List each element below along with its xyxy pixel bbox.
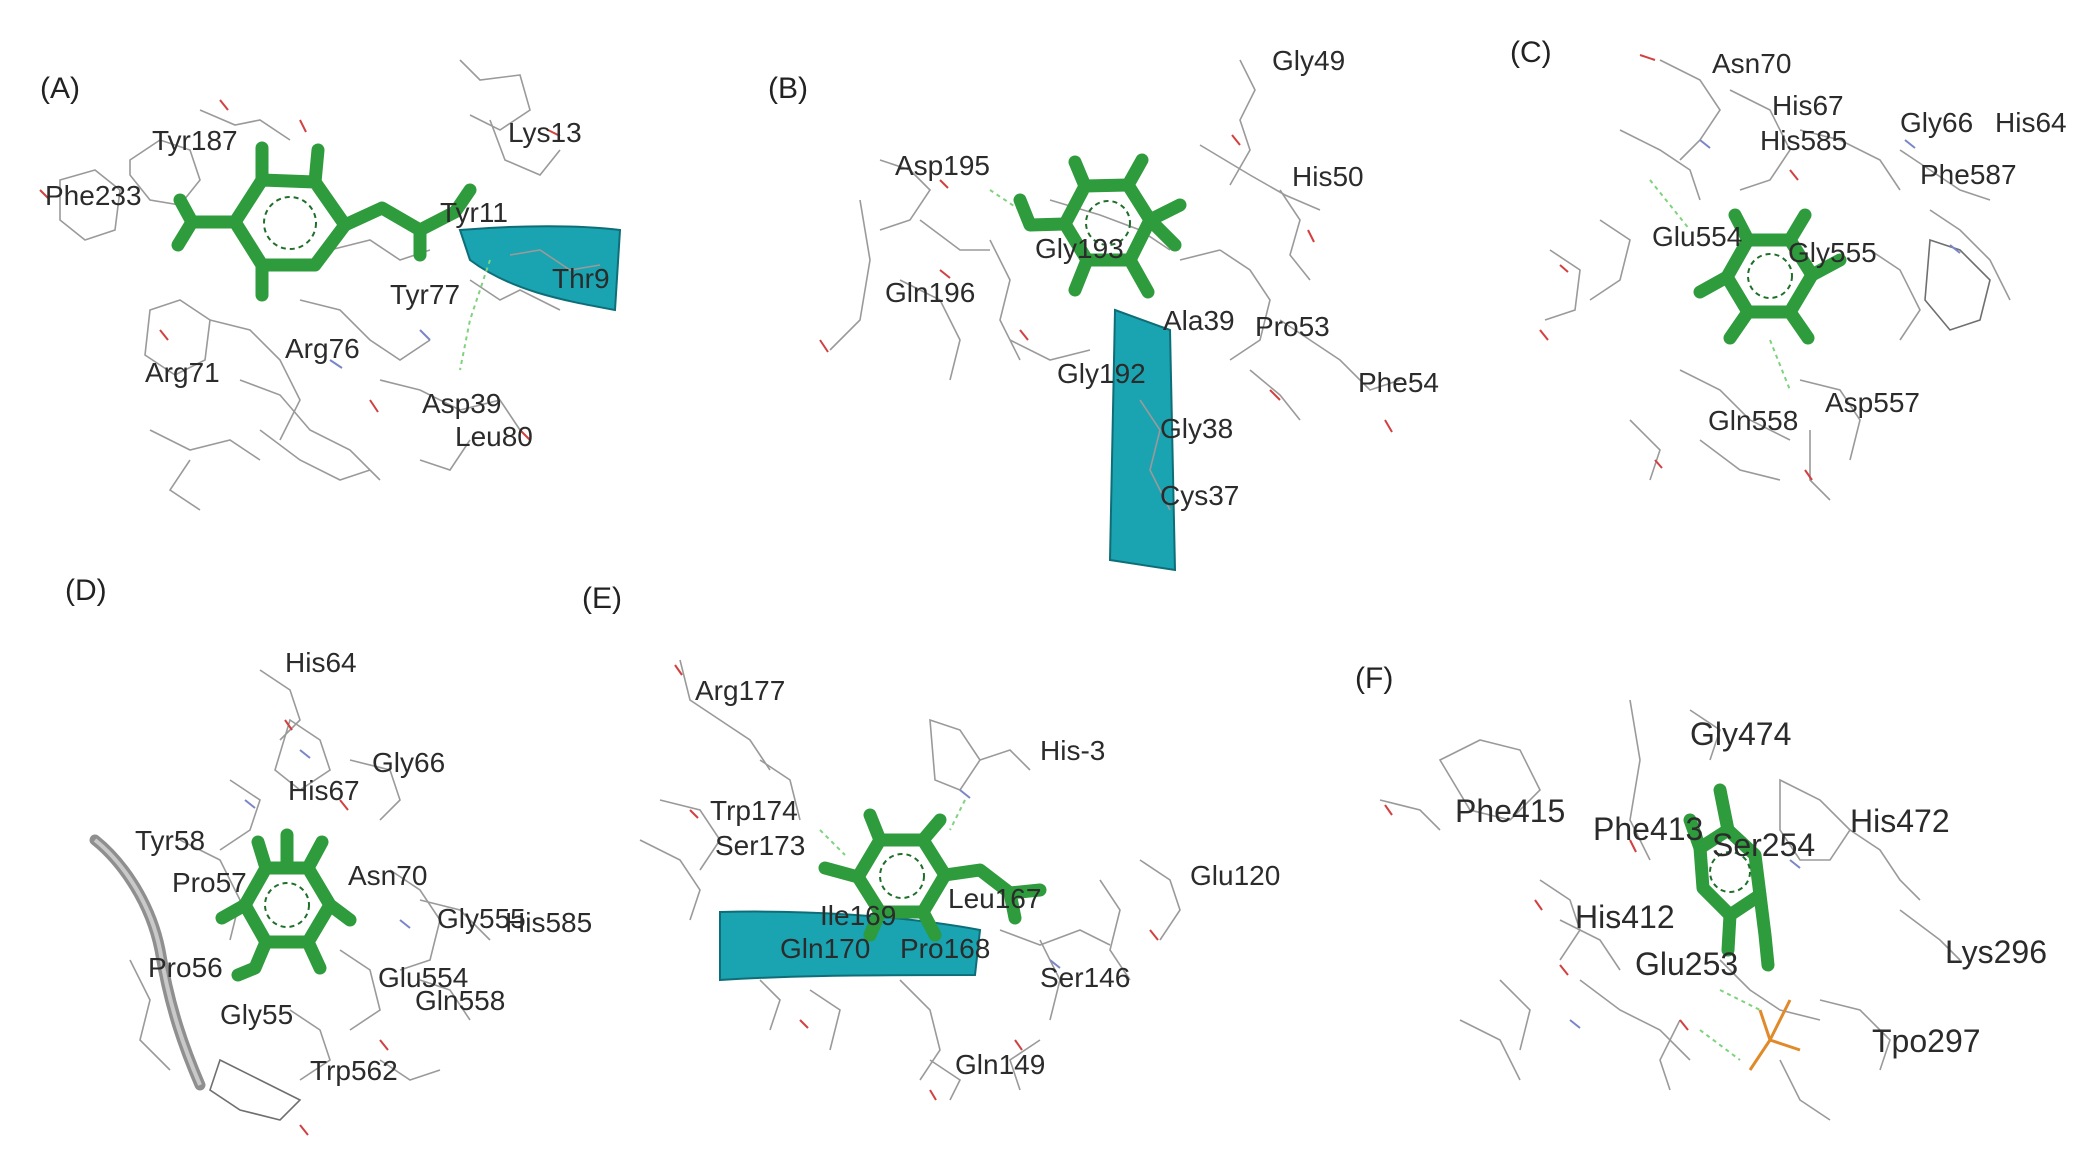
residue-label: His472	[1850, 803, 1950, 839]
protein-ribbon	[719, 910, 982, 982]
residue-label: Gly555	[437, 903, 526, 934]
heteroatoms	[1384, 804, 1801, 1031]
panel-label: (F)	[1355, 662, 1393, 695]
residue-label: Asp557	[1825, 387, 1920, 418]
panel-d: (D)	[65, 574, 592, 1136]
panel-e: (E)	[582, 582, 1280, 1101]
panel-label: (D)	[65, 574, 107, 607]
residue-label: Gly49	[1272, 45, 1345, 76]
residue-label: Gly474	[1690, 716, 1791, 752]
residue-label: Gly193	[1035, 233, 1124, 264]
panel-label: (E)	[582, 582, 622, 615]
residue-label: Lys296	[1945, 934, 2047, 970]
residue-label: His-3	[1040, 735, 1105, 766]
residue-label: Pro168	[900, 933, 990, 964]
residue-wireframe	[639, 659, 1181, 1101]
residue-label: Lys13	[508, 117, 582, 148]
residue-label: Gln196	[885, 277, 975, 308]
residue-label: Trp562	[310, 1055, 398, 1086]
residue-label: His585	[505, 907, 592, 938]
residue-wireframe	[129, 669, 491, 1121]
residue-label: Tpo297	[1872, 1023, 1981, 1059]
residue-label: Pro56	[148, 952, 223, 983]
ligand	[1693, 208, 1847, 345]
residue-label: His585	[1760, 125, 1847, 156]
residue-label: Tyr77	[390, 279, 460, 310]
protein-ribbon	[1108, 308, 1177, 572]
residue-label: Gln149	[955, 1049, 1045, 1080]
residue-label: Phe233	[45, 180, 142, 211]
residue-label: His64	[285, 647, 357, 678]
residue-label: Phe54	[1358, 367, 1439, 398]
residue-label: Pro53	[1255, 311, 1330, 342]
residue-label: Leu167	[948, 883, 1041, 914]
residue-label: Gln558	[415, 985, 505, 1016]
residue-label: Asp39	[422, 388, 501, 419]
residue-wireframe	[59, 59, 561, 511]
residue-label: Leu80	[455, 421, 533, 452]
panel-label: (A)	[40, 72, 80, 105]
residue-label: Tyr187	[152, 125, 238, 156]
residue-label: Ser146	[1040, 962, 1130, 993]
residue-label: Phe587	[1920, 159, 2017, 190]
residue-label: His67	[288, 775, 360, 806]
residue-wireframe	[1544, 59, 2011, 501]
heteroatoms	[1539, 54, 1961, 481]
panel-b: (B)	[768, 45, 1439, 572]
residue-label: His64	[1995, 107, 2067, 138]
residue-label: Phe415	[1455, 793, 1565, 829]
residue-label: Phe413	[1593, 811, 1703, 847]
residue-label: Ala39	[1163, 305, 1235, 336]
residue-label: Trp174	[710, 795, 798, 826]
panel-label: (B)	[768, 72, 808, 105]
residue-label: Gln170	[780, 933, 870, 964]
residue-label: Gly66	[372, 747, 445, 778]
residue-label: Thr9	[552, 263, 610, 294]
heteroatoms	[674, 664, 1159, 1101]
residue-label: Glu253	[1635, 946, 1738, 982]
residue-label: Gly55	[220, 999, 293, 1030]
residue-label: Asn70	[348, 860, 427, 891]
residue-label: Gly192	[1057, 358, 1146, 389]
residue-label: Gly555	[1788, 237, 1877, 268]
residue-label: Pro57	[172, 867, 247, 898]
residue-label: His412	[1575, 899, 1675, 935]
residue-label: Glu554	[1652, 221, 1742, 252]
panel-c: (C)	[1510, 36, 2067, 501]
residue-label: Gln558	[1708, 405, 1798, 436]
residue-label: Ile169	[820, 900, 896, 931]
residue-label: Ser173	[715, 830, 805, 861]
residue-label: Ser254	[1712, 827, 1815, 863]
heteroatoms	[39, 99, 561, 441]
residue-label: Tyr11	[440, 197, 508, 228]
residue-label: Arg71	[145, 357, 220, 388]
residue-label: His67	[1772, 90, 1844, 121]
protein-ribbon	[458, 225, 622, 312]
ligand	[171, 141, 477, 302]
heteroatoms	[819, 134, 1393, 433]
panel-f: (F)	[1355, 662, 2047, 1121]
phosphate-group	[1748, 999, 1801, 1071]
residue-wireframe	[1379, 699, 1961, 1121]
panel-label: (C)	[1510, 36, 1552, 69]
residue-label: Gly38	[1160, 413, 1233, 444]
residue-label: Asn70	[1712, 48, 1791, 79]
residue-label: Gly66	[1900, 107, 1973, 138]
residue-label: Cys37	[1160, 480, 1239, 511]
ligand	[818, 808, 1047, 942]
residue-label: Glu554	[378, 962, 468, 993]
residue-label: Tyr58	[135, 825, 205, 856]
residue-label: Asp195	[895, 150, 990, 181]
panel-a: (A)	[39, 59, 622, 511]
residue-label: His50	[1292, 161, 1364, 192]
heteroatoms	[244, 719, 411, 1136]
residue-label: Arg177	[695, 675, 785, 706]
residue-label: Glu120	[1190, 860, 1280, 891]
ligand	[215, 828, 357, 982]
ligand	[1013, 153, 1187, 299]
ligand	[1683, 783, 1775, 972]
residue-label: Arg76	[285, 333, 360, 364]
